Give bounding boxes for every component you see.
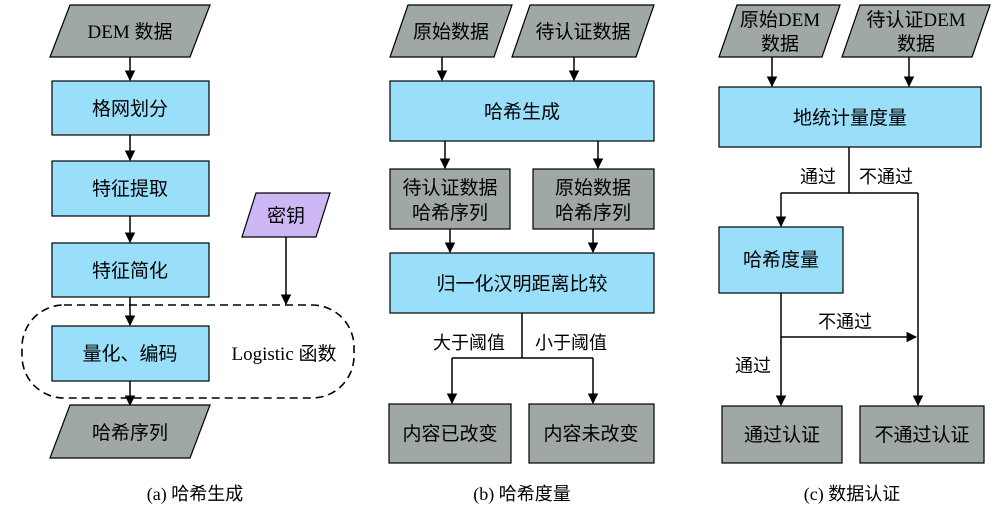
panel-c: 原始DEM 数据 待认证DEM 数据 地统计量度量 通过 不通过 哈希度量 不通… (718, 4, 991, 505)
less-than-threshold-label: 小于阈值 (535, 333, 607, 353)
passed-auth-label: 通过认证 (744, 424, 820, 446)
fail-2-label: 不通过 (818, 312, 872, 332)
failed-auth-node (859, 405, 985, 464)
to-verify-hash-label-2: 哈希序列 (412, 202, 488, 224)
original-dem-node (718, 4, 841, 58)
feature-extraction-node (51, 160, 210, 217)
grid-division-label: 格网划分 (92, 98, 168, 120)
geostat-measure-label: 地统计量度量 (793, 107, 907, 129)
to-verify-dem-label-1: 待认证DEM (866, 9, 965, 31)
dem-data-label: DEM 数据 (88, 21, 173, 43)
hash-sequence-label: 哈希序列 (92, 422, 168, 444)
to-verify-hash-label-1: 待认证数据 (402, 177, 497, 199)
original-hash-label-1: 原始数据 (555, 177, 631, 199)
hash-measure-label: 哈希度量 (743, 249, 819, 271)
content-changed-label: 内容已改变 (402, 423, 497, 445)
content-unchanged-node (528, 403, 655, 464)
original-hash-node (532, 168, 655, 230)
greater-than-threshold-label: 大于阈值 (433, 333, 505, 353)
hash-generation-label: 哈希生成 (484, 101, 560, 123)
feature-extraction-label: 特征提取 (92, 178, 168, 200)
panel-b: 原始数据 待认证数据 哈希生成 待认证数据 哈希序列 原始数据 哈希序列 归一化… (388, 4, 655, 505)
original-data-label: 原始数据 (413, 21, 489, 43)
fail-1-label: 不通过 (859, 167, 913, 187)
caption-c: (c) 数据认证 (804, 484, 900, 505)
normalized-hamming-node (389, 252, 655, 314)
pass-2-label: 通过 (735, 356, 771, 376)
to-verify-dem-label-2: 数据 (897, 33, 935, 55)
grid-division-node (51, 80, 210, 136)
key-node (241, 192, 331, 238)
original-dem-label-2: 数据 (761, 33, 799, 55)
hash-measure-node (718, 226, 844, 294)
logistic-dashed-group (21, 304, 355, 399)
to-verify-dem-node (841, 4, 991, 58)
feature-simplification-node (51, 242, 210, 298)
to-verify-data-node (511, 4, 655, 58)
caption-a: (a) 哈希生成 (147, 484, 243, 505)
logistic-function-label: Logistic 函数 (231, 343, 336, 365)
hash-sequence-node (49, 404, 211, 459)
to-verify-data-label: 待认证数据 (535, 21, 630, 43)
original-hash-label-2: 哈希序列 (555, 202, 631, 224)
caption-b: (b) 哈希度量 (473, 484, 571, 505)
panel-a: DEM 数据 格网划分 特征提取 特征简化 量化、编码 Logistic 函数 … (21, 4, 355, 505)
feature-simplification-label: 特征简化 (92, 260, 168, 282)
failed-auth-label: 不通过认证 (874, 424, 969, 446)
quantize-encode-label: 量化、编码 (82, 343, 177, 365)
passed-auth-node (721, 405, 843, 464)
hash-generation-node (389, 80, 655, 142)
content-unchanged-label: 内容未改变 (543, 423, 638, 445)
original-data-node (389, 4, 513, 58)
dem-data-node (49, 4, 211, 58)
geostat-measure-node (718, 86, 982, 148)
pass-1-label: 通过 (800, 167, 836, 187)
key-label: 密钥 (267, 205, 305, 227)
quantize-encode-node (51, 325, 210, 382)
normalized-hamming-label: 归一化汉明距离比较 (436, 273, 607, 295)
original-dem-label-1: 原始DEM (740, 9, 820, 31)
content-changed-node (388, 403, 512, 464)
